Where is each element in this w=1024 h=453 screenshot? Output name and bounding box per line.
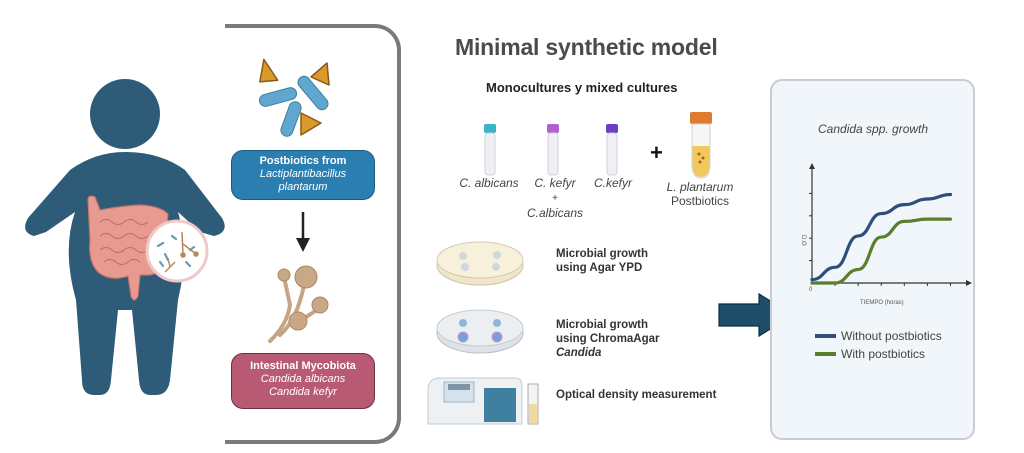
legend-swatch-with (815, 352, 836, 356)
fungus-hyphae-icon (268, 265, 329, 343)
tube-c-albicans-icon (484, 124, 496, 176)
postbiotics-icon (258, 58, 330, 137)
section-bracket (225, 24, 401, 444)
x-origin-label: 0 (809, 287, 813, 293)
mycobiota-box-title: Intestinal Mycobiota (250, 360, 356, 372)
growth-chart: D.O 0 TIEMPO (horas) (800, 163, 972, 306)
chart-title: Candida spp. growth (818, 122, 929, 136)
legend-swatch-without (815, 334, 836, 338)
legend-label-with: With postbiotics (841, 347, 926, 361)
petri-dish-chromagar-icon (436, 309, 524, 354)
down-arrow-icon (296, 212, 310, 252)
tube-c-kefyr-albicans-icon (547, 124, 559, 176)
postbiotics-box-title: Postbiotics from (259, 155, 347, 167)
tube-label-c-kefyr-albicans: C. kefyr + C.albicans (526, 176, 584, 220)
petri-dish-ypd-icon (436, 241, 524, 286)
y-axis-arrow (809, 163, 815, 169)
postbiotics-species-line1: Lactiplantibacillus (259, 168, 347, 180)
spectrophotometer-icon (427, 377, 539, 425)
tube-label-c-kefyr: C.kefyr (593, 176, 632, 190)
person-with-intestine-icon (25, 79, 225, 395)
tube-label-c-albicans: C. albicans (459, 176, 519, 190)
chart-legend: Without postbiotics With postbiotics (815, 327, 942, 363)
plus-sign: + (650, 140, 663, 165)
tube-postbiotics-icon (690, 112, 712, 179)
chart-panel (770, 79, 975, 440)
x-axis-arrow (966, 280, 972, 286)
legend-item-without: Without postbiotics (815, 327, 942, 345)
y-axis-label: D.O (800, 235, 806, 246)
intestine-icon (87, 195, 169, 301)
tube-c-kefyr-icon (606, 124, 618, 176)
tube-label-postbiotics: L. plantarum Postbiotics (666, 180, 734, 208)
postbiotics-species-line2: plantarum (278, 181, 328, 193)
x-axis-label: TIEMPO (horas) (860, 300, 904, 306)
legend-label-without: Without postbiotics (841, 329, 942, 343)
microbiota-magnifier-icon (145, 219, 209, 283)
mycobiota-species-line1: Candida albicans (260, 373, 346, 385)
legend-item-with: With postbiotics (815, 345, 942, 363)
mycobiota-species-line2: Candida kefyr (269, 386, 337, 398)
page-title: Minimal synthetic model (455, 34, 718, 60)
page-subtitle: Monocultures y mixed cultures (486, 80, 678, 95)
series-line-without-postbiotics (810, 192, 953, 282)
postbiotics-box: Postbiotics from Lactiplantibacillus pla… (231, 150, 375, 200)
mycobiota-box: Intestinal Mycobiota Candida albicans Ca… (231, 353, 375, 409)
method-optical-density: Optical density measurement (556, 389, 717, 401)
series-line-with-postbiotics (810, 217, 953, 285)
